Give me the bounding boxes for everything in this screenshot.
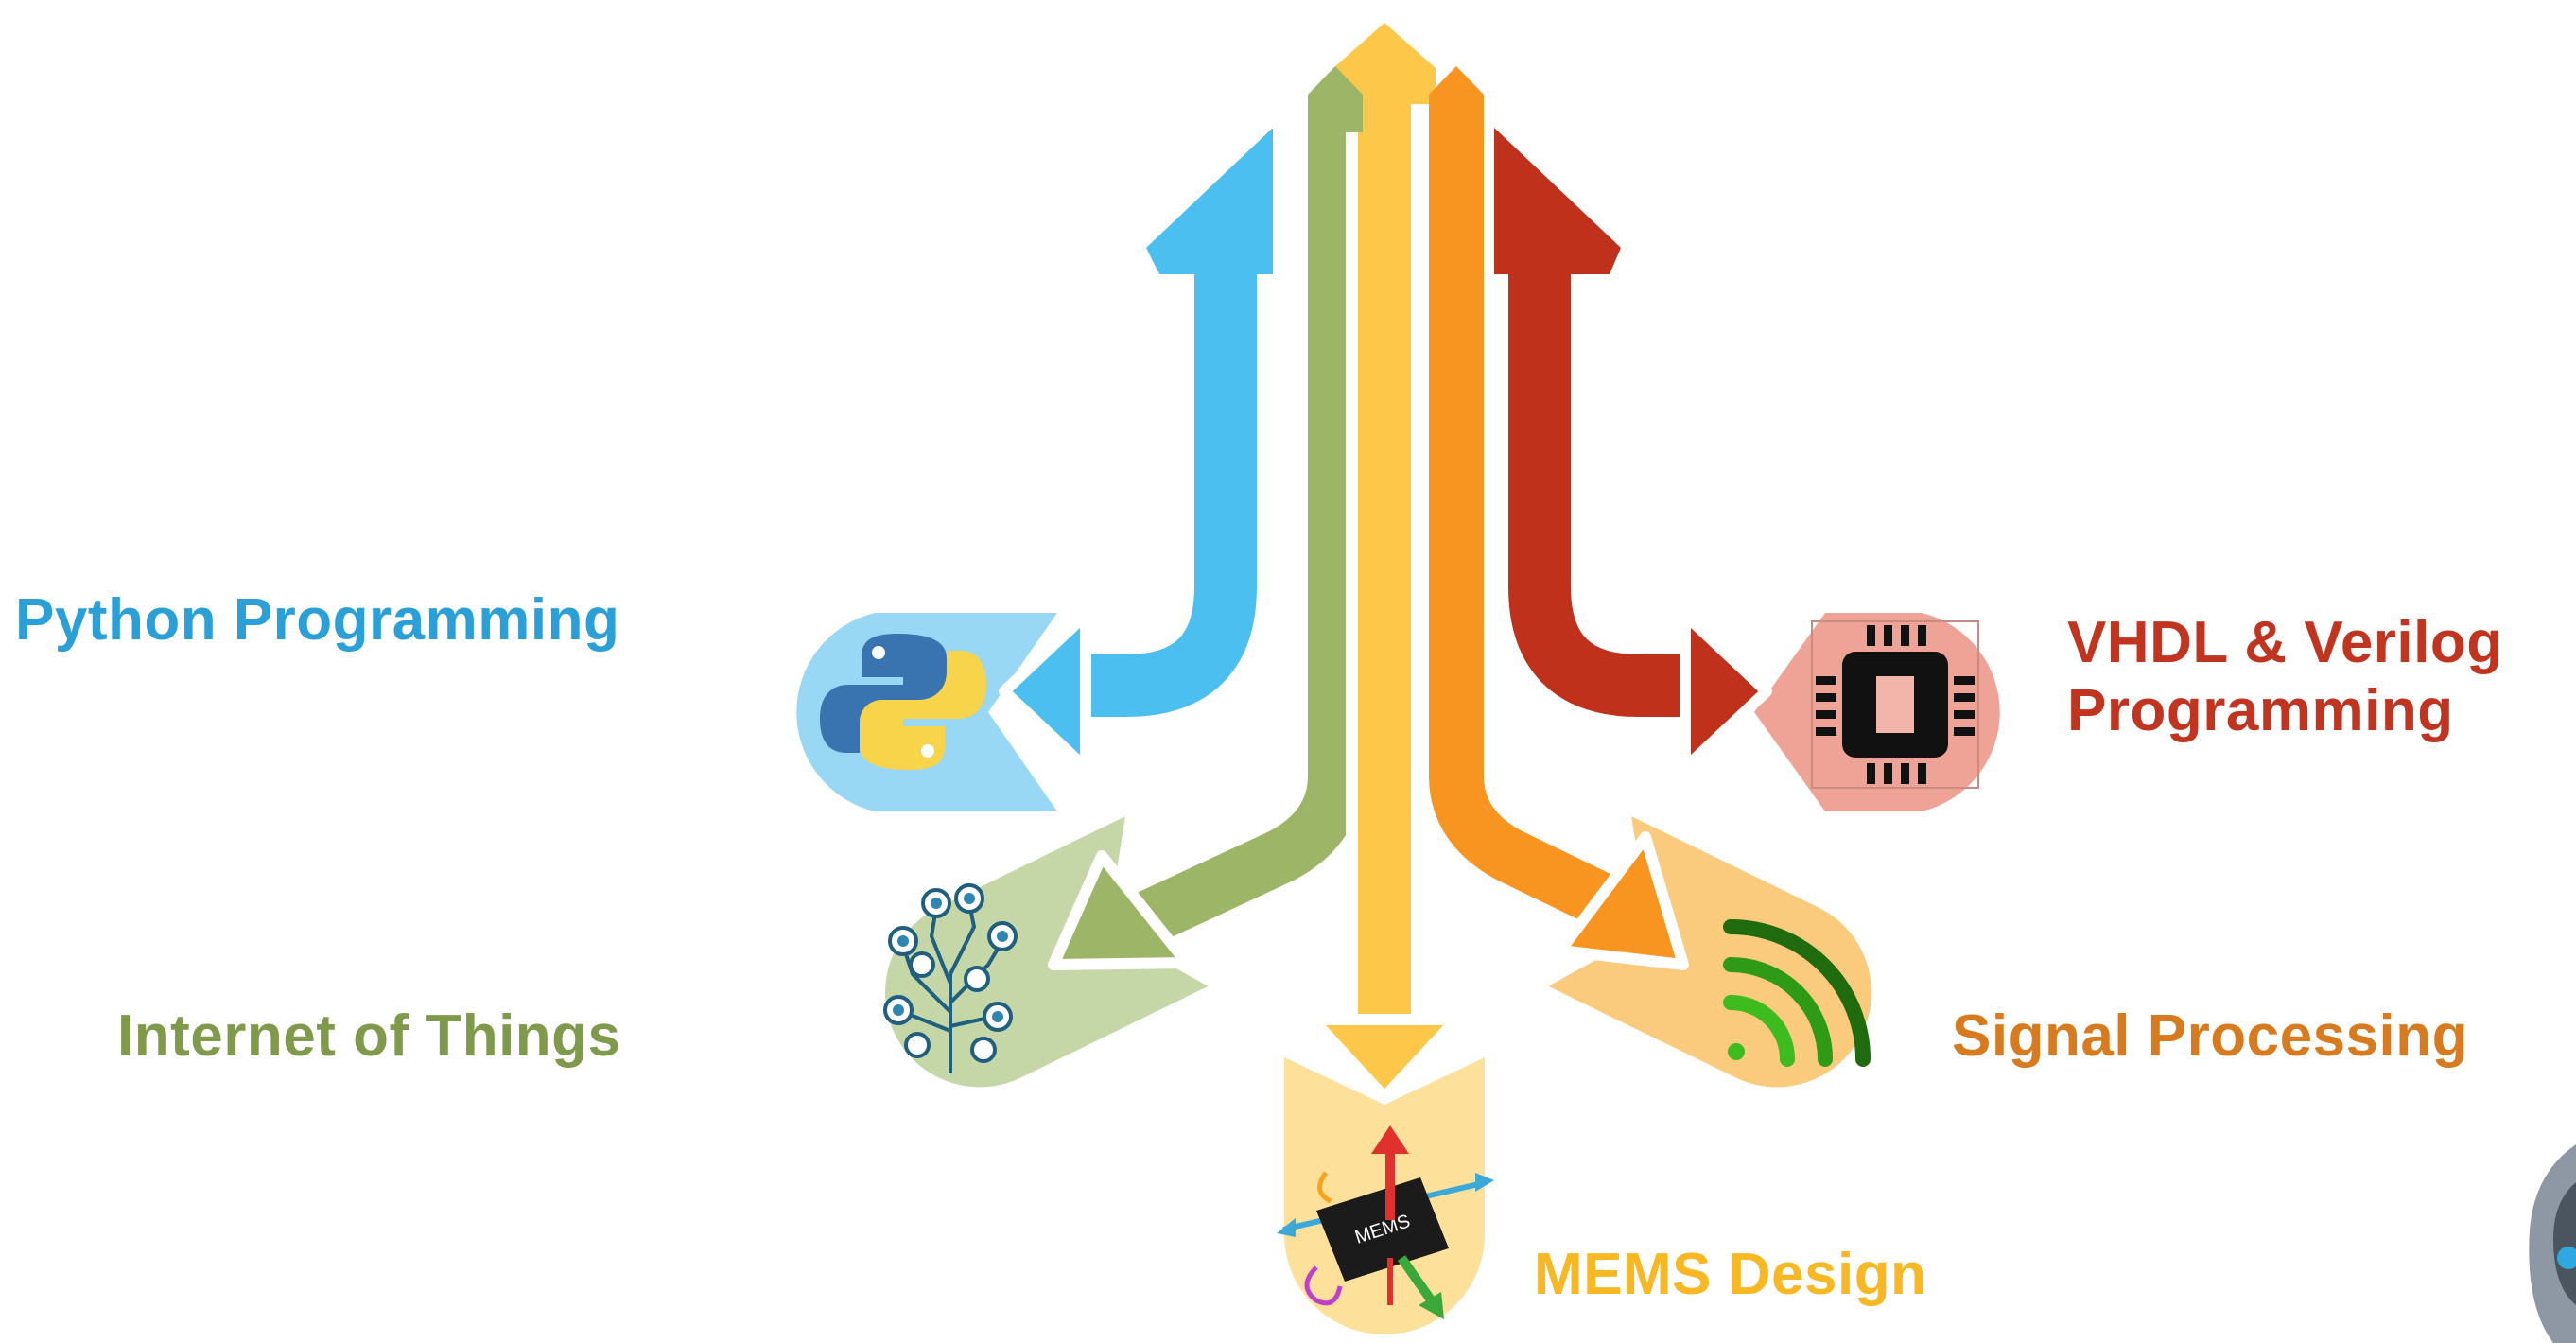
iot-pod (885, 816, 1209, 1088)
vhdl-arrowhead (1680, 609, 1772, 774)
mems-arrow-top (1333, 23, 1436, 104)
python-arrow-top (1146, 128, 1273, 274)
vhdl-label-line1: VHDL & Verilog (2067, 610, 2503, 675)
microchip-icon (1811, 620, 1979, 789)
wifi-signal-icon (1723, 919, 1871, 1067)
vhdl-label-line2: Programming (2067, 677, 2454, 743)
python-arrowhead (999, 609, 1091, 774)
iot-arrowhead (1048, 850, 1192, 970)
mascot-logo (2529, 1144, 2576, 1343)
signal-processing-label: Signal Processing (1952, 1003, 2469, 1069)
vhdl-arrow-top (1494, 128, 1621, 274)
vhdl-verilog-label: VHDL & Verilog Programming (2067, 609, 2503, 745)
internet-of-things-label: Internet of Things (117, 1003, 621, 1069)
iot-arrow-top (1308, 66, 1363, 132)
iot-tree-icon (883, 883, 1018, 1073)
signal-pod (1548, 816, 1871, 1088)
signal-arrowhead (1555, 831, 1689, 970)
signal-arrow-top (1429, 66, 1484, 132)
mems-design-label: MEMS Design (1534, 1242, 1927, 1307)
python-programming-label: Python Programming (15, 587, 620, 653)
mems-chip-icon: MEMS (1277, 1125, 1494, 1319)
python-logo-icon (820, 634, 986, 770)
mems-arrowhead (1307, 1014, 1462, 1103)
